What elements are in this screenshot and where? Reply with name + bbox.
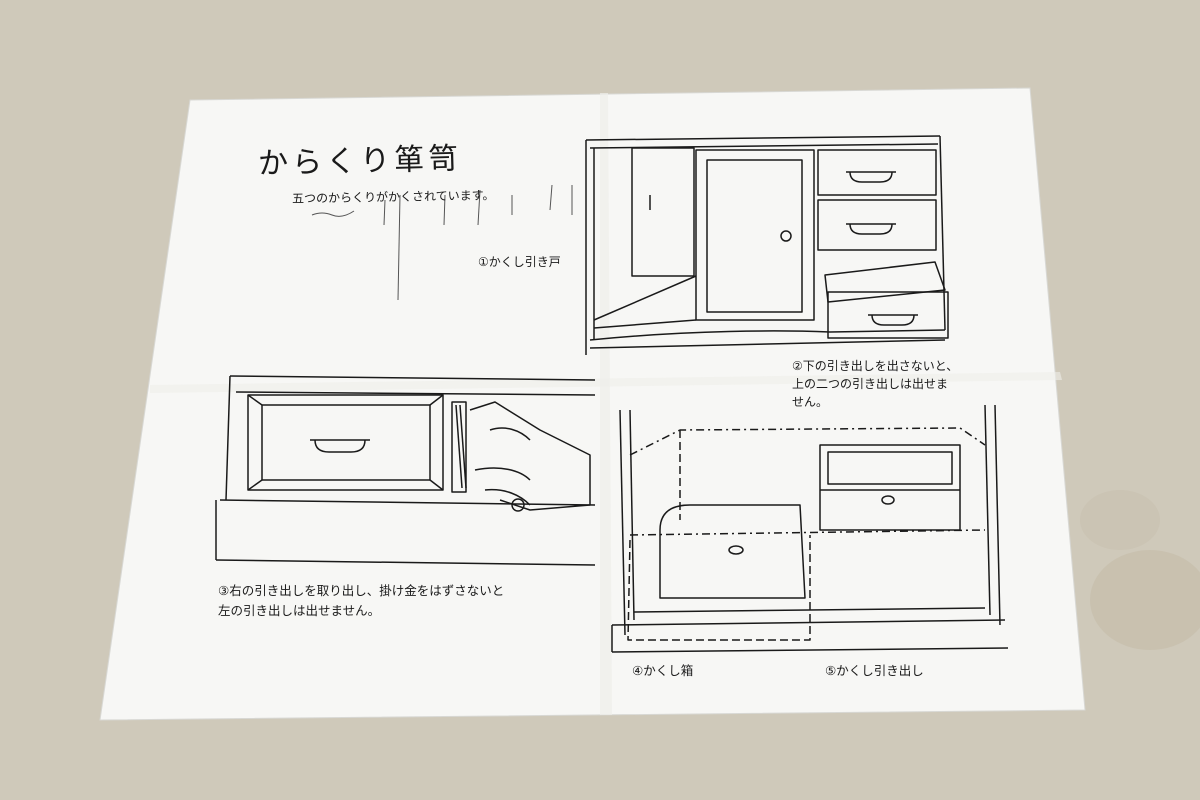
caption-2-line-1: ②下の引き出しを出さないと、 [792, 359, 959, 373]
document-subtitle: 五つのからくりがかくされています。 [291, 188, 495, 206]
panel-3-latch-drawer [215, 375, 596, 566]
caption-1: ①かくし引き戸 [478, 255, 561, 269]
caption-4: ④かくし箱 [632, 663, 694, 678]
panel-4-5-hidden-box-and-drawer [611, 404, 1009, 653]
caption-3-line-1: ③右の引き出しを取り出し、掛け金をはずさないと [218, 583, 505, 598]
panel-1-hidden-sliding-door [585, 135, 949, 355]
pencil-marks [311, 184, 573, 301]
document-title: からくり箪笥 [257, 141, 463, 182]
caption-2-line-2: 上の二つの引き出しは出せま [792, 377, 949, 391]
caption-2-line-3: せん。 [792, 395, 829, 409]
caption-3-line-2: 左の引き出しは出せません。 [218, 603, 381, 618]
caption-5: ⑤かくし引き出し [825, 663, 924, 678]
